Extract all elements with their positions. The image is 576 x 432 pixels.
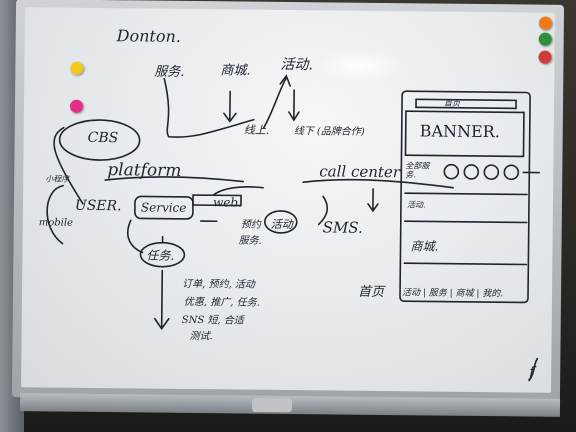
label-activity-circle: 活动: [270, 217, 293, 232]
magnet-pink: [69, 99, 84, 113]
wireframe-row5-label: 活动 | 服务 | 商城 | 我的.: [401, 288, 504, 300]
label-booking: 预约: [240, 219, 261, 231]
label-homepage: 首页: [357, 284, 385, 301]
wireframe-row2-label: 全部服务.: [405, 161, 430, 180]
label-task: 任务.: [146, 248, 175, 263]
label-activity: 活动.: [280, 56, 313, 74]
label-platform: platform: [107, 160, 182, 181]
stand-clamp: [252, 398, 292, 412]
label-booking-sub: 服务.: [238, 235, 262, 247]
whiteboard-surface: Donton. 服务. 商城. 活动. 线上. 线下 (品牌合作) CBS pl…: [21, 7, 555, 393]
label-service: 服务.: [154, 64, 185, 80]
note-line-2: 优惠, 推广, 任务.: [183, 296, 260, 309]
wireframe-row3-label: 活动.: [406, 200, 426, 210]
label-cbs: CBS: [87, 129, 119, 147]
label-service-box: Service: [140, 200, 187, 215]
board-title: Donton.: [116, 26, 182, 46]
wireframe-row4-label: 商城.: [410, 239, 439, 254]
label-mobile: mobile: [38, 217, 74, 229]
ink-strokes: [46, 74, 541, 382]
note-line-4: 测试.: [189, 330, 213, 343]
magnet-green: [538, 32, 552, 46]
wireframe-top-bar: 首页: [443, 98, 461, 108]
label-mini-app: 小程序: [45, 174, 70, 184]
corner-mark: f: [529, 364, 535, 381]
label-sms: SMS.: [322, 218, 363, 237]
note-line-1: 订单, 预约, 活动: [182, 278, 255, 291]
label-call-center: call center: [319, 162, 401, 182]
magnet-yellow: [70, 61, 84, 75]
magnet-red: [538, 50, 552, 64]
wireframe-banner: BANNER.: [419, 121, 500, 142]
label-web: web.: [212, 195, 242, 210]
whiteboard-frame: Donton. 服务. 商城. 活动. 线上. 线下 (品牌合作) CBS pl…: [11, 0, 565, 403]
note-line-3: SNS 短, 合适: [181, 314, 244, 327]
label-user: USER.: [74, 197, 122, 215]
label-mall: 商城.: [220, 63, 251, 79]
label-offline: 线下 (品牌合作): [293, 126, 365, 138]
label-online: 线上.: [243, 123, 270, 137]
magnet-orange: [538, 16, 552, 30]
